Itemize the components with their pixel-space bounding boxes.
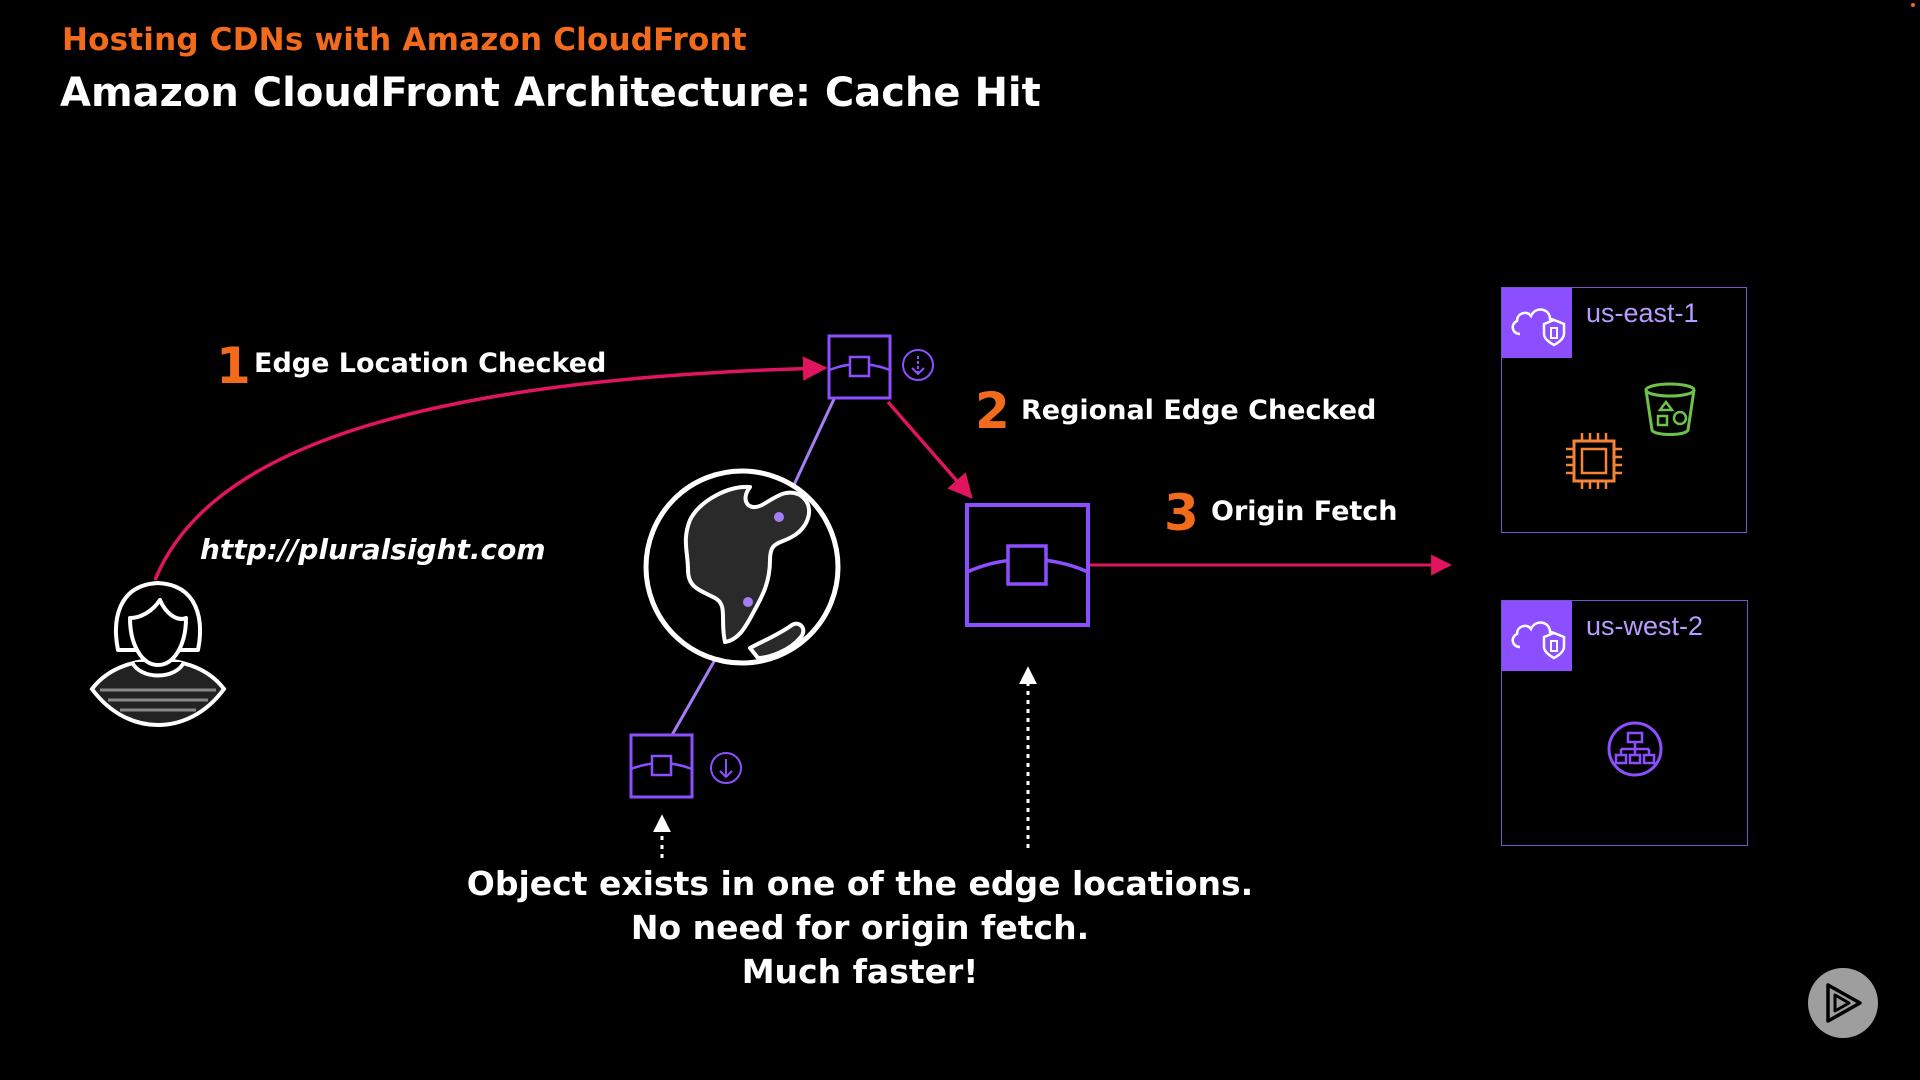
download-icon — [710, 752, 742, 784]
compute-chip-icon — [1566, 433, 1622, 489]
step-3-label: Origin Fetch — [1211, 496, 1398, 527]
course-subtitle: Hosting CDNs with Amazon CloudFront — [62, 22, 747, 58]
request-url: http://pluralsight.com — [200, 533, 546, 566]
storage-bucket-icon — [1644, 382, 1696, 436]
region-label: us-east-1 — [1586, 298, 1699, 328]
globe-icon — [643, 468, 841, 666]
caption-line: No need for origin fetch. — [630, 908, 1090, 947]
user-icon — [89, 581, 227, 728]
step-2-label: Regional Edge Checked — [1021, 395, 1377, 426]
explanation-caption: Object exists in one of the edge locatio… — [440, 862, 1280, 994]
region-label: us-west-2 — [1586, 611, 1704, 641]
load-balancer-icon — [1607, 721, 1663, 777]
edge-location-icon — [629, 733, 694, 799]
step-2-number: 2 — [975, 382, 1010, 440]
edge-location-icon — [827, 334, 892, 400]
play-logo-icon — [1808, 968, 1878, 1038]
step-3-number: 3 — [1164, 484, 1199, 542]
step-1-label: Edge Location Checked — [254, 348, 607, 379]
regional-request-arrow — [886, 400, 973, 499]
regional-edge-cache-icon — [965, 503, 1090, 627]
cloud-shield-icon — [1502, 288, 1572, 358]
cloud-shield-icon — [1502, 601, 1572, 671]
step-1-number: 1 — [216, 337, 251, 395]
edge-request-arrow — [153, 356, 828, 581]
region-us-east-1: us-east-1 — [1501, 287, 1747, 533]
caption-line: Object exists in one of the edge locatio… — [466, 864, 1254, 903]
download-icon — [902, 349, 934, 381]
region-us-west-2: us-west-2 — [1501, 600, 1748, 846]
slide-title: Amazon CloudFront Architecture: Cache Hi… — [60, 70, 1041, 116]
caption-line: Much faster! — [741, 952, 979, 991]
